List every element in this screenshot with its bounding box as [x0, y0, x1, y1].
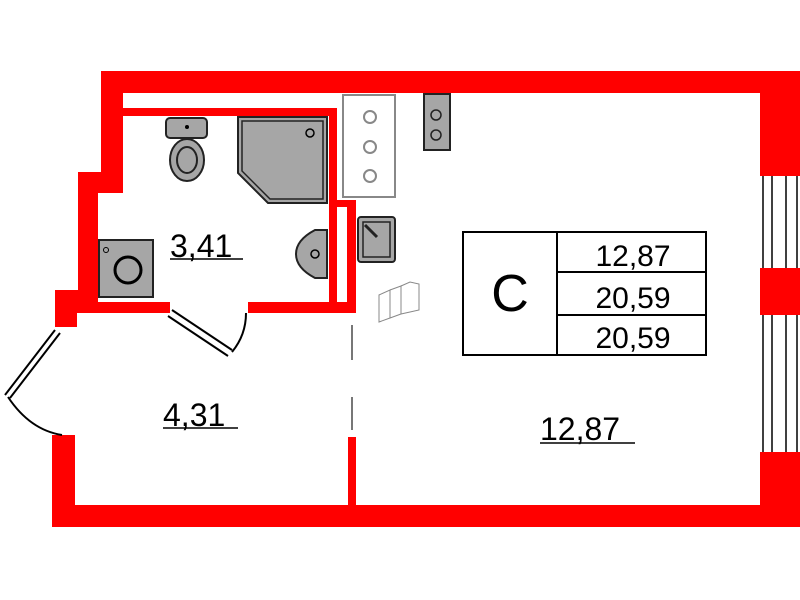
- walls: [52, 71, 800, 527]
- window-upper: [762, 176, 798, 268]
- area-summary-table: С 12,87 20,59 20,59: [462, 231, 707, 356]
- washbasin-icon: [294, 229, 328, 279]
- kitchen-sink-icon: [357, 216, 396, 263]
- room-area-hallway: 4,31: [163, 397, 225, 433]
- washing-machine-icon: [98, 239, 154, 298]
- toilet-icon: [165, 117, 208, 182]
- apartment-type-label: С: [491, 265, 529, 323]
- room-area-living: 12,87: [540, 411, 620, 447]
- stove-icon: [342, 94, 396, 198]
- entrance-door[interactable]: [4, 329, 63, 436]
- wardrobe-icon: [378, 281, 420, 323]
- bathroom-door[interactable]: [167, 309, 247, 357]
- total-area-with-balcony-value: 20,59: [595, 322, 670, 355]
- cooktop-icon: [423, 93, 451, 151]
- room-area-bathroom: 3,41: [170, 228, 232, 264]
- shower-tray-icon: [237, 116, 328, 204]
- total-area-value: 20,59: [595, 282, 670, 315]
- living-area-value: 12,87: [595, 240, 670, 273]
- window-lower: [762, 315, 798, 452]
